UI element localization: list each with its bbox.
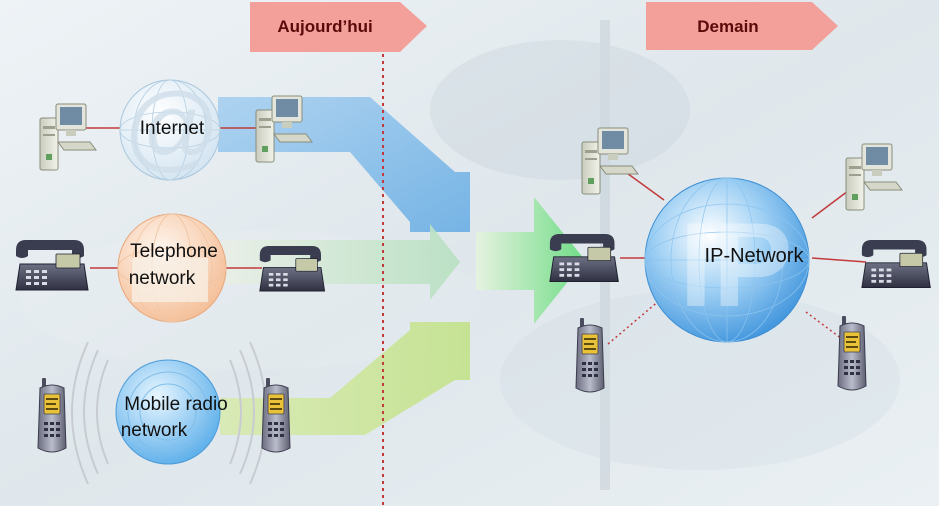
desk-phone-icon <box>15 239 89 291</box>
mobile-phone-icon <box>261 377 291 453</box>
telephone-label-line1: Telephone <box>130 241 218 262</box>
mobile-phone-icon <box>837 315 867 391</box>
mobile-phone-icon <box>575 317 605 393</box>
convergence-arrow <box>476 197 585 324</box>
telephone-globe: Telephone network <box>117 213 227 323</box>
banner-today: Aujourd’hui <box>250 2 427 52</box>
banner-tomorrow: Demain <box>646 2 838 50</box>
internet-globe: @ Internet <box>119 74 221 181</box>
desk-phone-icon <box>549 233 619 282</box>
banner-tomorrow-label: Demain <box>697 17 758 36</box>
mobile-label-line1: Mobile radio <box>124 394 228 415</box>
desk-phone-icon <box>861 239 931 288</box>
ip-network-label: IP-Network <box>705 245 805 267</box>
ip-watermark: IP <box>679 198 792 332</box>
banner-today-label: Aujourd’hui <box>277 17 372 36</box>
left-connection-lines <box>82 127 262 269</box>
telephone-label-line2: network <box>129 268 196 289</box>
mobile-radio-globe: Mobile radio network <box>71 341 267 485</box>
internet-label: Internet <box>140 118 205 139</box>
mobile-phone-icon <box>37 377 67 453</box>
ip-network-globe: IP IP-Network <box>644 177 810 343</box>
internet-arrow <box>218 97 470 232</box>
mobile-label-line2: network <box>121 420 188 441</box>
internet-at-symbol: @ <box>123 74 220 181</box>
desk-phone-icon <box>259 245 326 292</box>
